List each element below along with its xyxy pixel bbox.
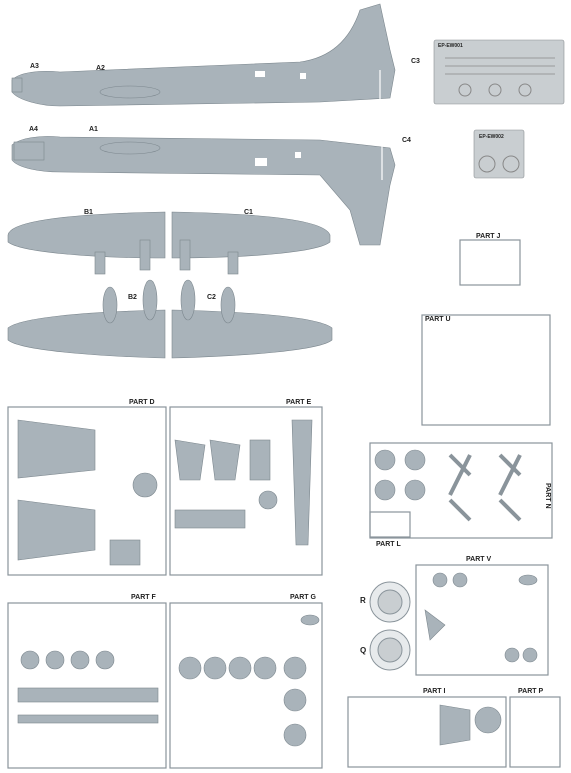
label-B1: B1	[84, 209, 93, 216]
label-A3: A3	[30, 63, 39, 70]
label-A2: A2	[96, 65, 105, 72]
label-C4: C4	[402, 137, 411, 144]
label-C2: C2	[207, 294, 216, 301]
sprue-frame-g	[169, 602, 323, 769]
sprue-label-j: PART J	[476, 233, 501, 240]
sprue-frame-n	[369, 442, 553, 539]
sprue-v-parts	[424, 572, 538, 663]
sprue-frame-l	[369, 511, 411, 538]
sprue-label-i: PART I	[423, 688, 446, 695]
clear-parts	[369, 581, 411, 671]
sprue-frame-d	[7, 406, 167, 576]
sprue-label-d: PART D	[129, 399, 155, 406]
sprue-frame-v	[415, 564, 549, 676]
sprue-n-parts	[374, 449, 522, 522]
label-C3: C3	[411, 58, 420, 65]
sprue-g-parts	[178, 614, 320, 747]
label-A1: A1	[89, 126, 98, 133]
sprue-frame-p	[509, 696, 561, 768]
wing-upper-left	[7, 211, 166, 275]
label-B2: B2	[128, 294, 137, 301]
sprue-i-parts	[439, 704, 502, 746]
sprue-label-f: PART F	[131, 594, 156, 601]
sprue-label-u: PART U	[425, 316, 451, 323]
sprue-frame-f	[7, 602, 167, 769]
sprue-frame-u	[421, 314, 551, 426]
photoetch-fret-2	[473, 129, 525, 179]
sprue-d-parts	[17, 419, 158, 566]
clear-label-q: Q	[360, 646, 367, 655]
wing-upper-right	[171, 211, 331, 275]
fuselage-half-upper	[11, 3, 396, 107]
sprue-label-e: PART E	[286, 399, 312, 406]
label-A4: A4	[29, 126, 38, 133]
sprue-label-v: PART V	[466, 556, 492, 563]
sprue-e-parts	[174, 419, 313, 546]
sprue-label-p: PART P	[518, 688, 544, 695]
sprue-f-parts	[17, 650, 159, 724]
clear-label-r: R	[360, 596, 366, 605]
fuselage-half-lower	[11, 136, 396, 246]
sprue-label-n: PART N	[544, 483, 551, 509]
label-C1: C1	[244, 209, 253, 216]
photoetch-label-2: EP-EW002	[479, 134, 504, 140]
photoetch-fret-1	[433, 39, 565, 105]
wing-lower-right	[171, 279, 333, 359]
sprue-label-l: PART L	[376, 541, 401, 548]
sprue-frame-e	[169, 406, 323, 576]
wing-lower-left	[7, 279, 166, 359]
sprue-frame-i	[347, 696, 507, 768]
sprue-label-g: PART G	[290, 594, 316, 601]
sprue-frame-j	[459, 239, 521, 286]
photoetch-label-1: EP-EW001	[438, 43, 463, 49]
